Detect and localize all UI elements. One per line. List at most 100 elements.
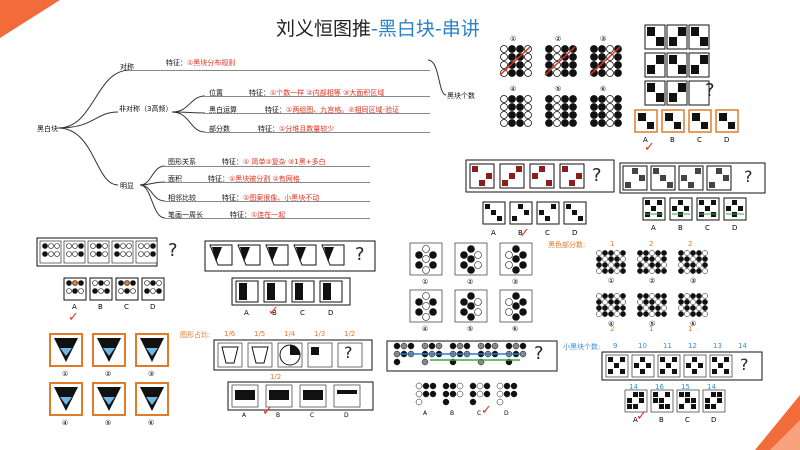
black-block: [711, 200, 716, 205]
cp-dot: [596, 305, 602, 311]
hex-dot: [422, 266, 430, 274]
grid-dot: [561, 69, 569, 77]
grid-dot: [561, 111, 569, 119]
option-number: ③: [600, 35, 607, 43]
grid-dot: [516, 119, 524, 127]
blue-triangle: [146, 397, 158, 405]
black-block: [665, 113, 673, 121]
hex-dot: [422, 302, 430, 310]
black-shape: [212, 247, 222, 262]
cp-dot: [690, 256, 696, 262]
option-letter: B: [659, 416, 664, 424]
black-block: [669, 37, 677, 46]
black-block: [711, 392, 716, 397]
cp-dot: [678, 305, 684, 311]
grid-dot: [524, 69, 532, 77]
hex-dot: [512, 342, 520, 350]
cp-dot: [661, 293, 667, 299]
grid-dot: [500, 53, 508, 61]
hex-dot: [503, 390, 511, 398]
count: 9: [613, 342, 618, 350]
cp-dot: [620, 250, 626, 256]
dot: [90, 251, 96, 257]
cp-dot: [696, 305, 702, 311]
grid-dot: [590, 53, 598, 61]
black-block: [692, 369, 697, 374]
hex-dot: [519, 342, 527, 350]
hex-dot: [496, 382, 504, 390]
red-block: [546, 180, 552, 186]
grid-dot: [545, 95, 553, 103]
blue-triangle: [103, 348, 115, 356]
sub-shape-relation: 图形关系: [168, 158, 196, 166]
dot: [42, 243, 48, 249]
grid-dot: [516, 103, 524, 111]
sub-area: 面积: [168, 175, 182, 183]
count: 12: [688, 342, 697, 350]
black-block: [666, 363, 671, 368]
black-shape: [296, 247, 306, 262]
grid-dot: [524, 61, 532, 69]
cp-dot: [643, 305, 649, 311]
hex-dot: [429, 261, 437, 269]
hex-dot: [474, 298, 482, 306]
hex-dot: [505, 251, 513, 259]
cp-dot: [614, 305, 620, 311]
option-letter: D: [504, 410, 509, 417]
blue-triangle: [103, 397, 115, 405]
dot: [90, 243, 96, 249]
count: 13: [713, 342, 722, 350]
black-block: [711, 404, 716, 409]
dot: [150, 251, 156, 257]
count: 1: [610, 240, 615, 248]
cp-dot: [596, 268, 602, 274]
dot: [126, 251, 132, 257]
option-number: ④: [62, 419, 69, 427]
black-block: [647, 65, 655, 74]
cp-dot: [696, 262, 702, 268]
cp-dot: [684, 293, 690, 299]
cp-dot: [690, 250, 696, 256]
cp-dot: [602, 250, 608, 256]
shape-outline: [251, 346, 269, 364]
option-number: ⑤: [105, 419, 112, 427]
grid-dot: [500, 45, 508, 53]
hex-dot: [467, 255, 475, 263]
black-shape: [267, 283, 275, 300]
count: 2: [649, 240, 654, 248]
grid-dot: [553, 103, 561, 111]
dot: [156, 288, 162, 294]
red-block: [532, 173, 538, 179]
black-block: [303, 390, 323, 400]
row-frame: [601, 351, 763, 381]
hex-dot: [435, 342, 443, 350]
option-letter: A: [643, 136, 648, 144]
black-block: [726, 206, 731, 211]
red-slash: [499, 46, 531, 76]
hex-dot: [456, 342, 464, 350]
black-block: [640, 357, 645, 362]
hex-dot: [449, 342, 457, 350]
grid-dot: [606, 103, 614, 111]
hex-dot: [505, 298, 513, 306]
black-block: [705, 398, 710, 403]
grid-dot: [508, 95, 516, 103]
cp-dot: [620, 268, 626, 274]
cp-dot: [702, 268, 708, 274]
cp-dot: [702, 299, 708, 305]
dot: [130, 280, 136, 286]
grid-dot: [569, 103, 577, 111]
option-letter: A: [633, 416, 638, 424]
count: 14: [738, 342, 747, 350]
cp-dot: [655, 311, 661, 317]
grid-dot: [545, 45, 553, 53]
circle-grid: [545, 95, 577, 127]
grid-dot: [614, 53, 622, 61]
hex-dot: [467, 302, 475, 310]
option-letter: D: [724, 136, 730, 144]
check-mark: ✓: [519, 226, 530, 241]
option-number: ③: [512, 278, 519, 286]
option-letter: D: [572, 229, 578, 237]
dot: [124, 280, 130, 286]
